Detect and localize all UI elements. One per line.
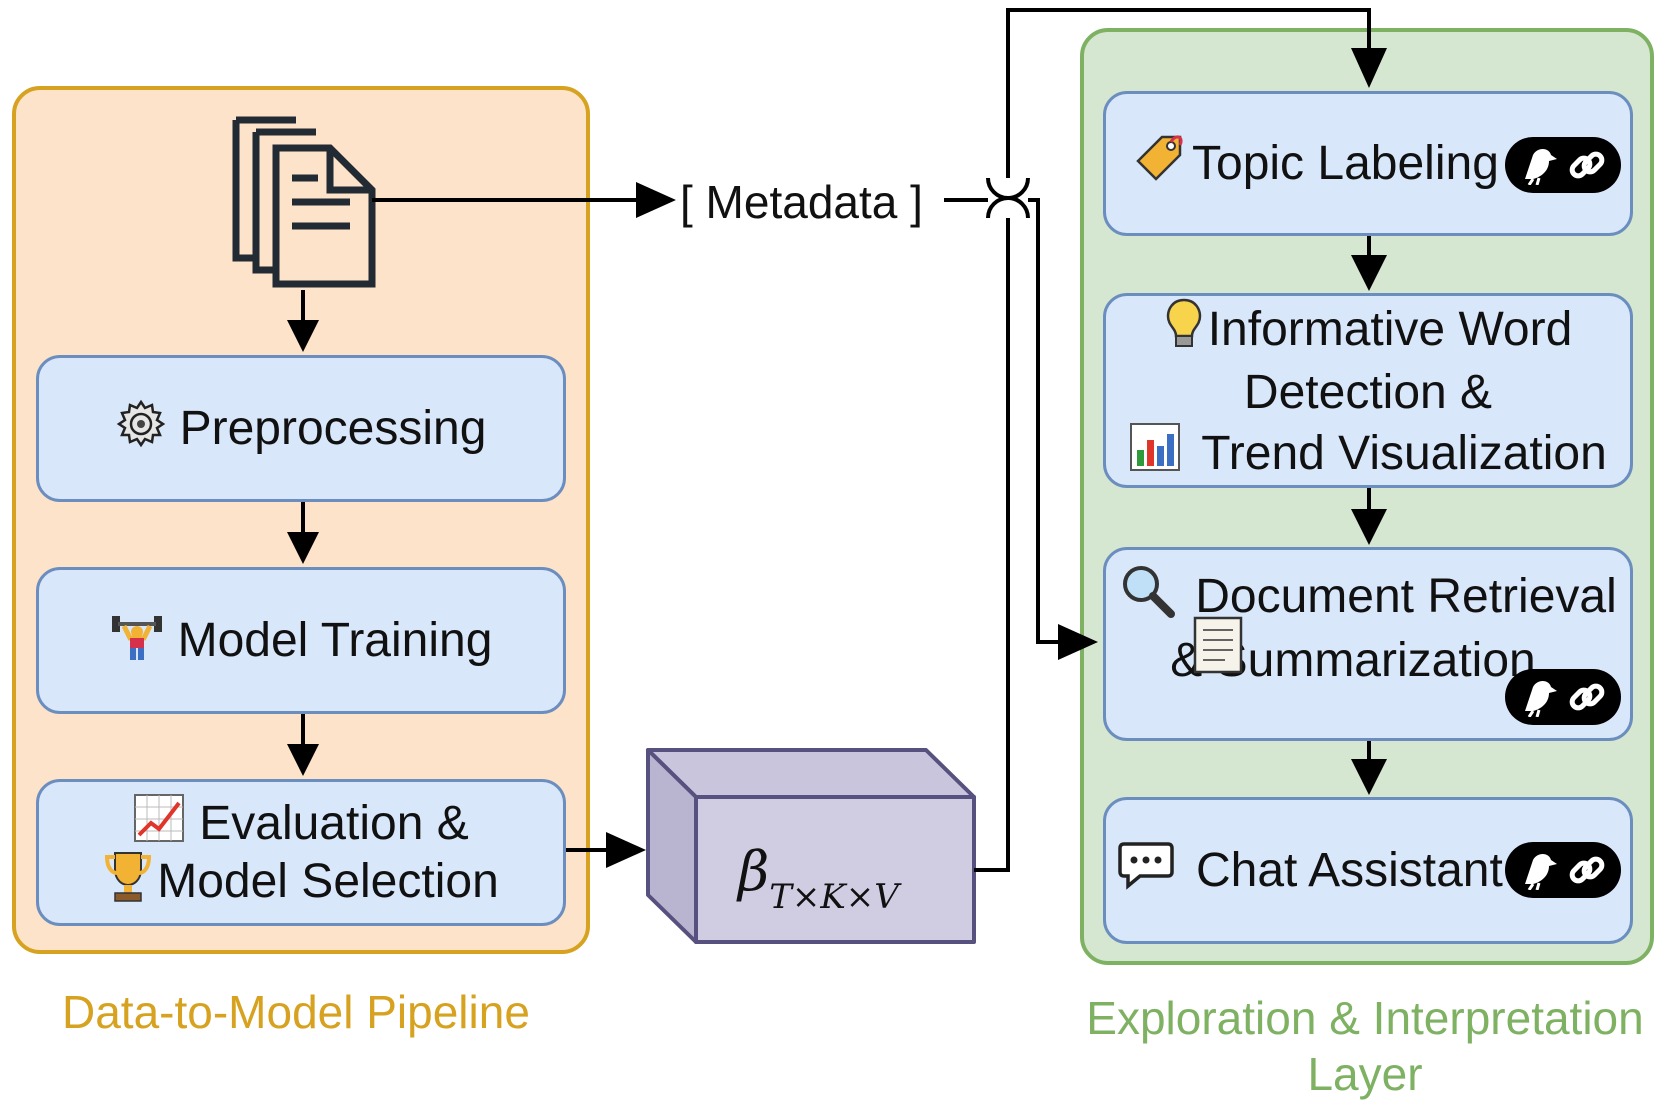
langchain-badge	[1505, 669, 1621, 725]
chain-link-icon	[1569, 151, 1605, 179]
gear-icon	[116, 398, 166, 460]
bar-chart-icon	[1129, 422, 1181, 486]
parrot-icon	[1525, 149, 1557, 185]
informative-line-3: Trend Visualization	[1201, 426, 1607, 480]
parrot-icon	[1525, 854, 1557, 890]
beta-tensor-label: βT×K×V	[738, 840, 899, 917]
preprocessing-box: Preprocessing	[36, 355, 566, 502]
evaluation-box: Evaluation & Model Selection	[36, 779, 566, 926]
weightlifter-icon	[110, 608, 164, 674]
informative-word-box: Informative Word Detection & Trend Visua…	[1103, 293, 1633, 488]
chart-icon	[133, 793, 185, 855]
preprocessing-label: Preprocessing	[179, 402, 487, 455]
chain-link-icon	[1569, 856, 1605, 884]
evaluation-line-2: Model Selection	[157, 855, 499, 908]
right-group-label-line-1: Exploration & Interpretation	[1086, 992, 1644, 1044]
right-group-label: Exploration & Interpretation Layer	[1070, 990, 1660, 1102]
chain-link-icon	[1569, 683, 1605, 711]
model-training-box: Model Training	[36, 567, 566, 714]
beta-subscript: T×K×V	[769, 876, 899, 917]
document-retrieval-line-1: Document Retrieval	[1195, 570, 1617, 623]
topic-labeling-label: Topic Labeling	[1192, 137, 1499, 190]
evaluation-line-1: Evaluation &	[199, 797, 469, 850]
informative-line-1: Informative Word	[1207, 302, 1573, 356]
chat-assistant-label: Chat Assistant	[1196, 844, 1503, 897]
left-group-label: Data-to-Model Pipeline	[62, 986, 530, 1038]
lightbulb-icon	[1164, 296, 1204, 364]
trophy-icon	[103, 849, 153, 915]
langchain-badge	[1505, 842, 1621, 898]
model-training-label: Model Training	[177, 614, 493, 667]
document-retrieval-line-2: & Summarization	[1170, 634, 1536, 687]
informative-line-2: Detection &	[1243, 365, 1493, 419]
tag-icon	[1132, 131, 1186, 197]
langchain-badge	[1505, 137, 1621, 193]
magnifier-icon	[1119, 562, 1176, 632]
speech-bubble-icon	[1118, 840, 1174, 902]
right-group-label-line-2: Layer	[1307, 1048, 1423, 1100]
metadata-label: [ Metadata ]	[680, 176, 923, 228]
parrot-icon	[1525, 681, 1557, 717]
